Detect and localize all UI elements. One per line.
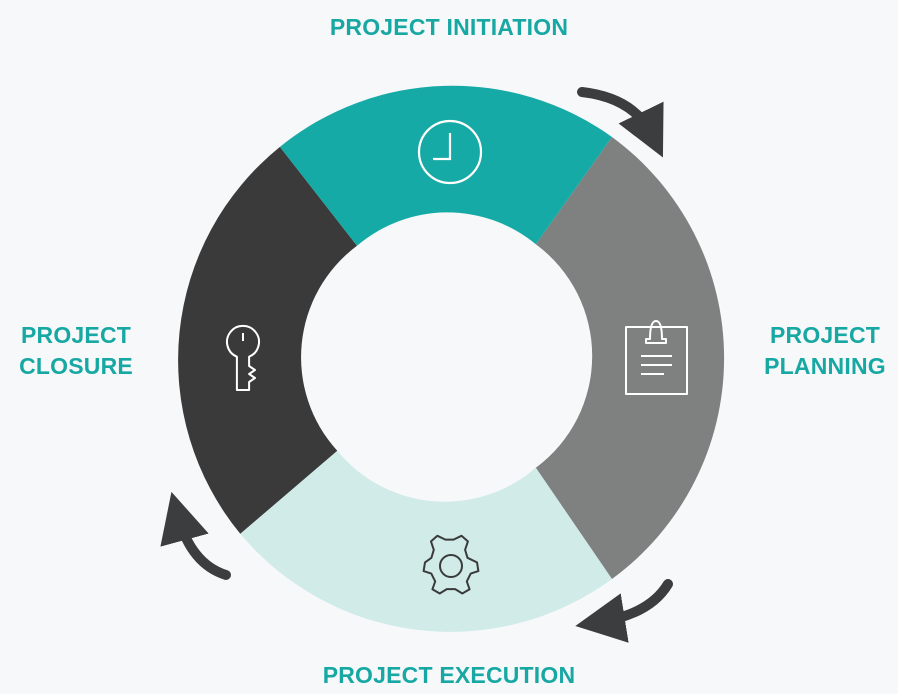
label-planning-line1: PROJECT (769, 322, 881, 348)
segment-planning (535, 136, 725, 580)
label-closure-line2: CLOSURE (19, 353, 133, 379)
clock-icon (417, 119, 483, 185)
label-closure-line1: PROJECT (20, 322, 132, 348)
label-project-execution: PROJECT EXECUTION (323, 660, 576, 691)
clipboard-icon (625, 320, 688, 395)
gear-icon (422, 534, 480, 595)
label-project-closure: PROJECT CLOSURE (19, 320, 133, 382)
label-project-planning: PROJECT PLANNING (764, 320, 886, 382)
arrow-initiation-to-planning (577, 87, 664, 158)
label-planning-line2: PLANNING (764, 353, 886, 379)
segment-execution (240, 450, 612, 632)
arrow-execution-to-closure (160, 491, 231, 580)
label-project-initiation: PROJECT INITIATION (330, 12, 568, 43)
arrow-planning-to-execution (575, 579, 673, 643)
segment-closure (178, 146, 357, 534)
key-icon (226, 324, 260, 391)
label-execution-text: PROJECT EXECUTION (322, 662, 576, 688)
segment-initiation (279, 85, 612, 246)
label-initiation-text: PROJECT INITIATION (329, 14, 569, 40)
